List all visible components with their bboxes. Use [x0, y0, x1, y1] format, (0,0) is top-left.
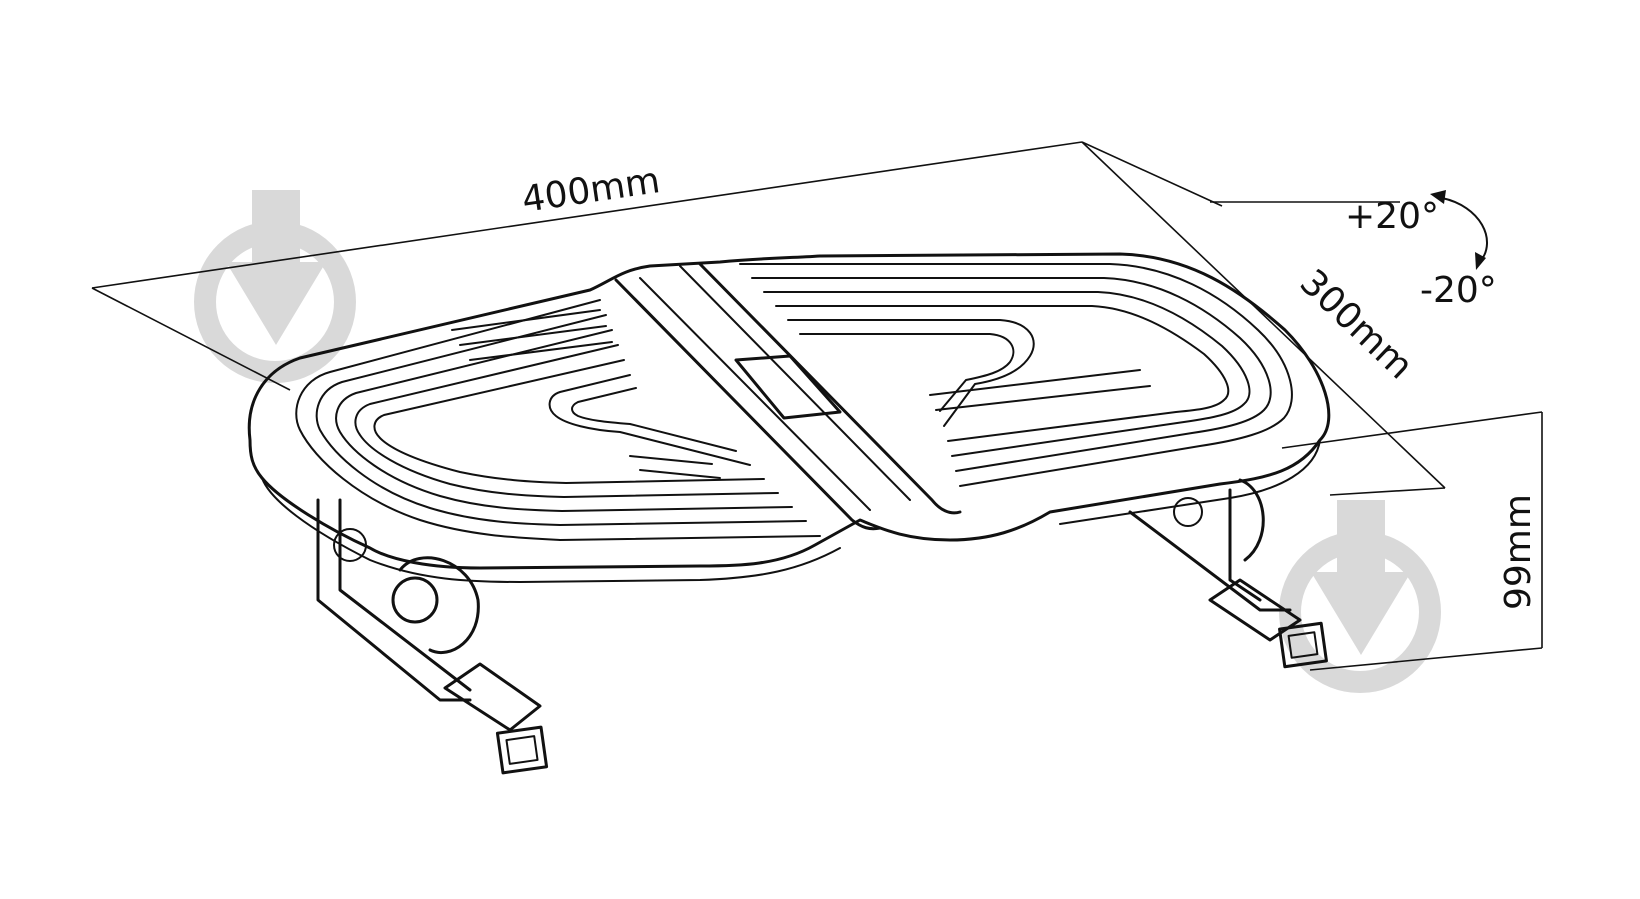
tilt-indicator: +20° -20° [1345, 190, 1497, 311]
width-label: 300mm [1292, 262, 1421, 387]
center-strip [614, 262, 962, 531]
tilt-down-label: -20° [1420, 270, 1497, 311]
tilt-up-label: +20° [1345, 196, 1439, 237]
dimension-height: 99mm [1281, 411, 1543, 671]
left-leg [316, 498, 549, 775]
footrest [247, 252, 1331, 775]
left-pad-ridges [295, 299, 821, 541]
length-label: 400mm [519, 160, 662, 221]
height-label: 99mm [1498, 494, 1539, 610]
watermark-logo-left [194, 190, 356, 383]
right-pad-ridges [739, 263, 1293, 487]
right-leg [1128, 478, 1328, 669]
platform-outline [247, 252, 1331, 570]
